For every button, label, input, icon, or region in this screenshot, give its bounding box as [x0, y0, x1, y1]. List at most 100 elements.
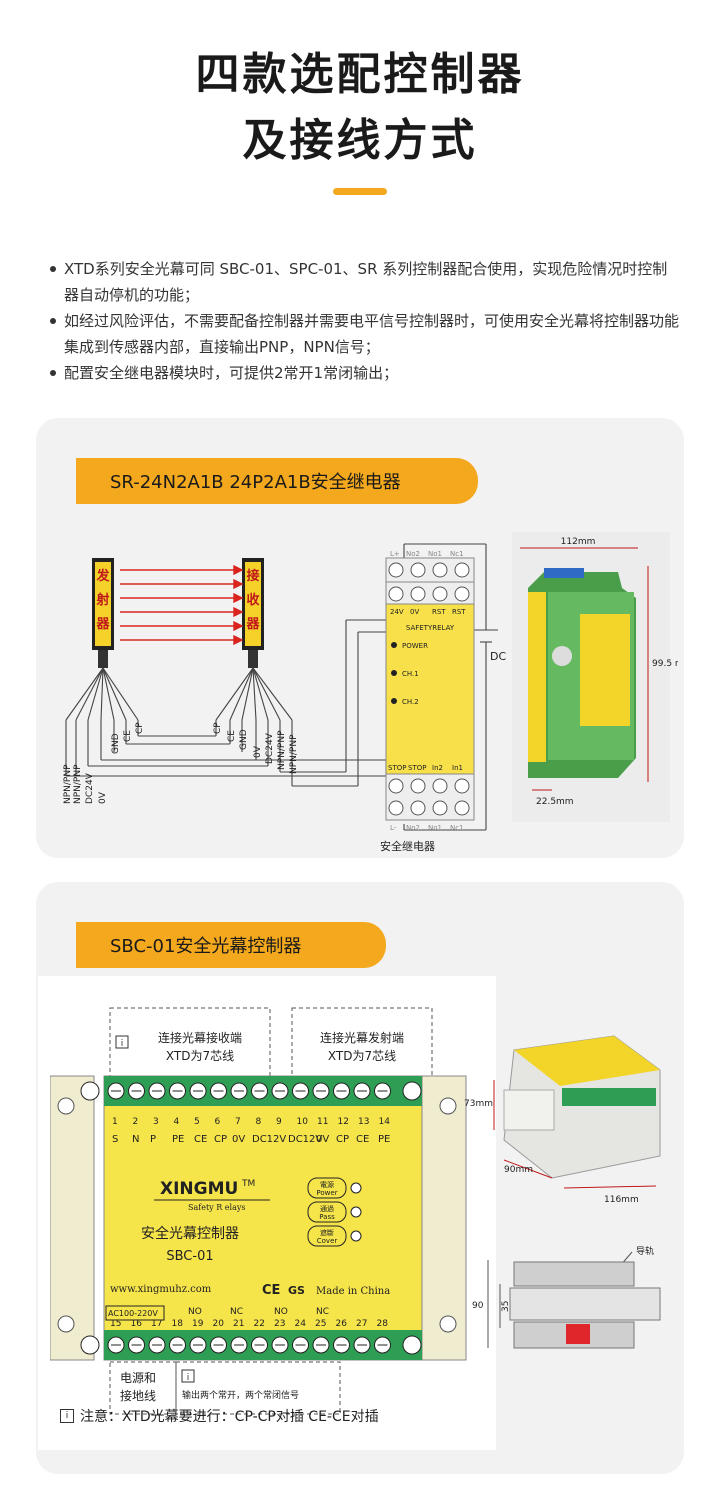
top-signal-label: DC12V	[288, 1134, 322, 1145]
indicator-led	[350, 1206, 362, 1218]
relay-photo: 112mm 99.5 mm 22.5mm	[512, 532, 678, 822]
top-signal-label: N	[132, 1134, 139, 1145]
relay-upper-label: 24V	[390, 608, 404, 616]
indicator-led	[350, 1230, 362, 1242]
rail-label: 导轨	[636, 1245, 654, 1257]
top-terminal-number: 3	[153, 1117, 159, 1127]
controller-photo: 73mm 90mm 116mm	[464, 1035, 661, 1205]
right-wire-label: DC24V	[265, 732, 275, 764]
bottom-terminal-number: 26	[336, 1319, 348, 1329]
indicator-label-en: Pass	[319, 1213, 335, 1221]
controller-tag: SBC-01安全光幕控制器	[76, 922, 386, 968]
ctrl-dim-width: 116mm	[604, 1195, 639, 1205]
nc-label-1: NC	[230, 1307, 243, 1317]
relay-lower-label: In2	[432, 764, 443, 772]
top-terminal-number: 13	[358, 1117, 369, 1127]
top-terminal-number: 10	[297, 1117, 309, 1127]
feature-item: 如经过风险评估，不需要配备控制器并需要电平信号控制器时，可使用安全光幕将控制器功…	[50, 308, 680, 360]
svg-text:i: i	[121, 1039, 124, 1049]
left-wire-label: NPN/PNP	[63, 764, 73, 804]
top-terminal-number: 2	[133, 1117, 139, 1127]
emitter-label-1: 发	[95, 568, 110, 584]
brand-sub: Safety R elays	[188, 1203, 245, 1212]
recv-note-line1: 连接光幕接收端	[158, 1030, 242, 1045]
power-note-line1: 电源和	[120, 1371, 156, 1385]
bottom-terminal-number: 16	[131, 1319, 143, 1329]
top-terminal-number: 7	[235, 1117, 241, 1127]
receiver-label-2: 收	[246, 592, 260, 608]
relay-card: SR-24N2A1B 24P2A1B安全继电器 发 射 器 接 收 器	[36, 418, 684, 858]
product-name: 安全光幕控制器	[141, 1225, 239, 1242]
right-wire-label: 0V	[253, 745, 263, 758]
bottom-terminal-number: 24	[295, 1319, 307, 1329]
gs-mark: GS	[288, 1284, 305, 1297]
emitter-label-3: 器	[95, 617, 110, 632]
left-wire-label: 0V	[98, 791, 108, 804]
output-note: 输出两个常开，两个常闭信号	[182, 1389, 299, 1401]
receiver-label-1: 接	[246, 568, 259, 584]
website: www.xingmuhz.com	[110, 1284, 212, 1295]
left-wire-label: GND	[111, 733, 121, 754]
emit-note-line1: 连接光幕发射端	[320, 1030, 404, 1045]
relay-wiring-diagram: 发 射 器 接 收 器	[63, 543, 506, 832]
right-wire-label: CP	[213, 722, 223, 734]
supply-label: DC24V	[490, 650, 506, 663]
relay-bottom-terminal: L-	[390, 824, 397, 832]
relay-bottom-terminal: No2	[406, 824, 420, 832]
page-subtitle: 及接线方式	[242, 115, 478, 166]
feature-list: XTD系列安全光幕可同 SBC-01、SPC-01、SR 系列控制器配合使用，实…	[50, 256, 680, 386]
rail-dim-a: 35	[501, 1301, 511, 1312]
brand-name: XINGMU	[160, 1179, 238, 1199]
page-title: 四款选配控制器	[195, 49, 525, 100]
right-wire-label: GND	[239, 729, 249, 750]
receiver-label-3: 器	[245, 617, 260, 632]
relay-bottom-terminal: Nc1	[450, 824, 464, 832]
relay-lower-label: STOP	[388, 764, 406, 772]
feature-item: 配置安全继电器模块时，可提供2常开1常闭输出；	[50, 360, 680, 386]
left-wire-label: CE	[123, 730, 133, 742]
footer-note: i 注意：XTD光幕要进行：CP-CP对插 CE-CE对插	[60, 1406, 379, 1426]
bottom-terminal-number: 23	[274, 1319, 285, 1329]
relay-top-terminal: Nc1	[450, 550, 464, 558]
relay-caption: 安全继电器	[380, 840, 435, 853]
top-terminal-number: 14	[379, 1117, 391, 1127]
indicator-label-cn: 遮斷	[320, 1228, 334, 1237]
indicator-label-cn: 電源	[320, 1180, 334, 1189]
relay-dim-depth: 22.5mm	[536, 797, 574, 807]
top-terminal-number: 9	[276, 1117, 282, 1127]
relay-led-label: CH.1	[402, 670, 419, 678]
top-terminal-number: 1	[112, 1117, 118, 1127]
top-terminal-number: 4	[174, 1117, 180, 1127]
product-model: SBC-01	[166, 1249, 213, 1264]
no-label-2: NO	[274, 1307, 288, 1317]
recv-note-line2: XTD为7芯线	[166, 1049, 234, 1063]
bottom-terminal-number: 22	[254, 1319, 265, 1329]
relay-upper-label: 0V	[410, 608, 419, 616]
bottom-terminal-number: 15	[110, 1319, 121, 1329]
rail-dim-outer: 90	[472, 1301, 484, 1311]
nc-label-2: NC	[316, 1307, 329, 1317]
svg-text:i: i	[187, 1373, 190, 1383]
indicator-label-en: Cover	[317, 1237, 338, 1245]
top-signal-label: 0V	[316, 1134, 329, 1145]
bottom-terminal-number: 17	[151, 1319, 162, 1329]
left-wire-label: CP	[135, 722, 145, 734]
top-terminal-number: 12	[338, 1117, 349, 1127]
feature-item: XTD系列安全光幕可同 SBC-01、SPC-01、SR 系列控制器配合使用，实…	[50, 256, 680, 308]
right-wire-label: NPN/PNP	[277, 730, 287, 770]
relay-bottom-terminal: No1	[428, 824, 442, 832]
footer-note-text: 注意：XTD光幕要进行：CP-CP对插 CE-CE对插	[80, 1409, 379, 1425]
top-signal-label: 0V	[232, 1134, 245, 1145]
emit-note-line2: XTD为7芯线	[328, 1049, 396, 1063]
top-signal-label: P	[150, 1134, 156, 1145]
top-signal-label: CE	[194, 1134, 207, 1145]
relay-top-terminal: No1	[428, 550, 442, 558]
left-wire-label: NPN/PNP	[73, 764, 83, 804]
indicator-label-en: Power	[316, 1189, 337, 1197]
bottom-terminal-number: 19	[192, 1319, 204, 1329]
title-accent-bar	[333, 188, 387, 195]
relay-name: SAFETYRELAY	[406, 624, 455, 632]
relay-top-terminal: No2	[406, 550, 420, 558]
relay-dim-height: 99.5 mm	[652, 659, 678, 669]
